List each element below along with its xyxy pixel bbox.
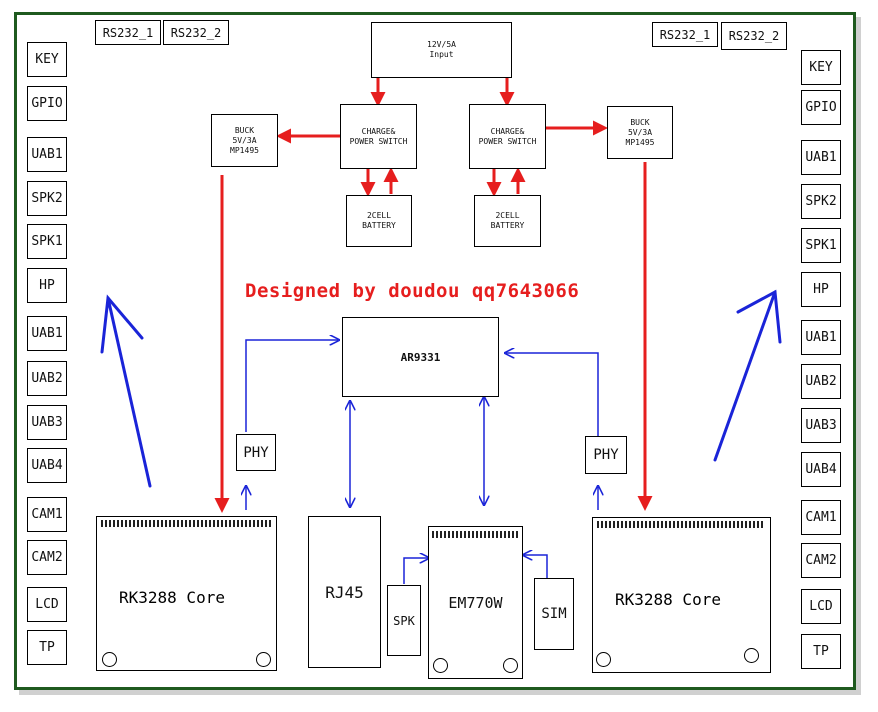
sim-slot: SIM xyxy=(534,578,574,650)
link-phy-left-to-soc xyxy=(245,340,338,432)
right-port-hp: HP xyxy=(801,272,841,307)
link-phy-right-to-soc xyxy=(506,353,599,436)
buck-left: BUCK 5V/3A MP1495 xyxy=(211,114,278,167)
left-port-uab3: UAB3 xyxy=(27,405,67,440)
left-port-cam1: CAM1 xyxy=(27,497,67,532)
core-right-pin-header xyxy=(597,521,765,528)
left-port-uab4: UAB4 xyxy=(27,448,67,483)
phy-left: PHY xyxy=(236,434,276,471)
charge-switch-right: CHARGE& POWER SWITCH xyxy=(469,104,546,169)
left-port-lcd: LCD xyxy=(27,587,67,622)
left-port-uab1-b: UAB1 xyxy=(27,316,67,351)
left-port-uab1: UAB1 xyxy=(27,137,67,172)
left-port-cam2: CAM2 xyxy=(27,540,67,575)
core-right-label: RK3288 Core xyxy=(615,590,721,609)
buck-right: BUCK 5V/3A MP1495 xyxy=(607,106,673,159)
core-left-pin-header xyxy=(101,520,271,527)
right-port-spk1: SPK1 xyxy=(801,228,841,263)
modem-label: EM770W xyxy=(448,593,503,612)
right-port-spk2: SPK2 xyxy=(801,184,841,219)
link-sim-to-modem xyxy=(524,555,548,578)
charge-switch-left: CHARGE& POWER SWITCH xyxy=(340,104,417,169)
rs232-2-left: RS232_2 xyxy=(163,20,229,45)
rs232-1-left: RS232_1 xyxy=(95,20,161,45)
core-left-mount-hole-2 xyxy=(256,652,271,667)
core-left-label: RK3288 Core xyxy=(119,588,225,607)
arrow-head-right xyxy=(736,289,782,344)
rj45-jack: RJ45 xyxy=(308,516,381,668)
right-port-tp: TP xyxy=(801,634,841,669)
arrow-head-left xyxy=(100,294,144,354)
left-port-uab2: UAB2 xyxy=(27,361,67,396)
left-port-hp: HP xyxy=(27,268,67,303)
spk-connector: SPK xyxy=(387,585,421,656)
battery-left: 2CELL BATTERY xyxy=(346,195,412,247)
arrow-core-left-to-ports xyxy=(106,296,152,488)
right-port-gpio: GPIO xyxy=(801,90,841,125)
right-port-uab1-b: UAB1 xyxy=(801,320,841,355)
core-module-left xyxy=(96,516,277,671)
core-left-mount-hole-1 xyxy=(102,652,117,667)
modem-mount-hole-left xyxy=(433,658,448,673)
right-port-uab3: UAB3 xyxy=(801,408,841,443)
link-spk-to-modem xyxy=(403,558,428,584)
left-port-gpio: GPIO xyxy=(27,86,67,121)
power-input: 12V/5A Input xyxy=(371,22,512,78)
core-right-mount-hole-2 xyxy=(744,648,759,663)
rs232-1-right: RS232_1 xyxy=(652,22,718,47)
left-port-spk1: SPK1 xyxy=(27,224,67,259)
core-module-right xyxy=(592,517,771,673)
modem-mount-hole-right xyxy=(503,658,518,673)
battery-right: 2CELL BATTERY xyxy=(474,195,541,247)
right-port-key: KEY xyxy=(801,50,841,85)
phy-right: PHY xyxy=(585,436,627,474)
left-port-spk2: SPK2 xyxy=(27,181,67,216)
core-right-mount-hole-1 xyxy=(596,652,611,667)
right-port-uab1: UAB1 xyxy=(801,140,841,175)
diagram-frame xyxy=(14,12,856,690)
arrow-core-right-to-ports xyxy=(713,290,777,462)
modem-em770w: EM770W xyxy=(428,526,523,679)
modem-pin-header xyxy=(432,531,518,538)
right-port-cam1: CAM1 xyxy=(801,500,841,535)
right-port-uab4: UAB4 xyxy=(801,452,841,487)
left-port-tp: TP xyxy=(27,630,67,665)
soc-ar9331: AR9331 xyxy=(342,317,499,397)
rs232-2-right: RS232_2 xyxy=(721,22,787,50)
right-port-lcd: LCD xyxy=(801,589,841,624)
left-port-key: KEY xyxy=(27,42,67,77)
right-port-cam2: CAM2 xyxy=(801,543,841,578)
diagram-title: Designed by doudou qq7643066 xyxy=(245,280,580,302)
right-port-uab2: UAB2 xyxy=(801,364,841,399)
